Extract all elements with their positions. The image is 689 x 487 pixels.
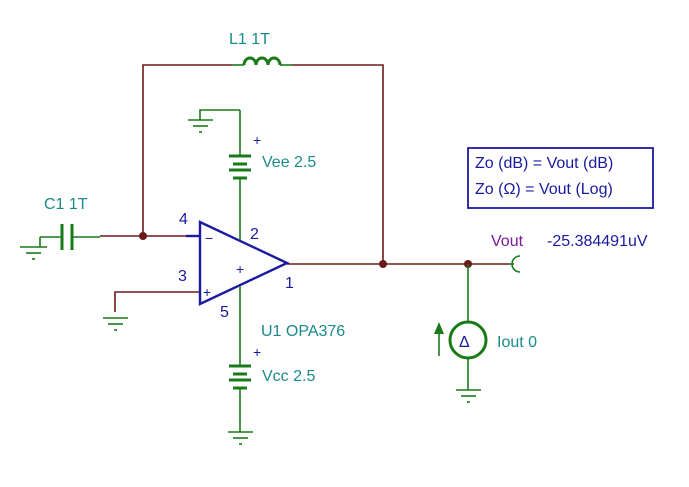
vee-polarity: + (253, 132, 261, 148)
capacitor-label: C1 1T (44, 196, 88, 213)
info-box-line-2: Zo (Ω) = Vout (Log) (475, 181, 613, 198)
info-box: Zo (dB) = Vout (dB) Zo (Ω) = Vout (Log) (467, 147, 654, 209)
battery-vee[interactable] (229, 110, 251, 240)
pin-4-label: 4 (179, 211, 188, 228)
inductor-l1[interactable] (232, 56, 292, 66)
info-box-line-1: Zo (dB) = Vout (dB) (475, 155, 613, 172)
opamp-u1[interactable] (186, 220, 290, 306)
junction-dot (379, 260, 387, 268)
inductor-label: L1 1T (229, 31, 270, 48)
pin-5-label: 5 (220, 304, 229, 321)
pin-1-label: 1 (285, 275, 294, 292)
noninverting-sign: + (203, 284, 211, 300)
ground-symbol (228, 431, 253, 445)
opamp-label: U1 OPA376 (261, 323, 345, 340)
arrow-up-icon (434, 322, 444, 356)
battery-vcc[interactable] (229, 286, 251, 432)
supply-plus-sign: + (236, 261, 244, 277)
capacitor-c1[interactable] (40, 224, 100, 250)
ground-symbol (456, 389, 481, 403)
ground-symbol (103, 317, 128, 331)
feedback-wires (142, 64, 384, 264)
vee-label: Vee 2.5 (262, 154, 316, 171)
vcc-polarity: + (253, 344, 261, 360)
iout-label: Iout 0 (497, 334, 537, 351)
vcc-label: Vcc 2.5 (262, 368, 315, 385)
ground-symbol (20, 237, 47, 260)
junction-dot (139, 232, 147, 240)
delta-symbol: Δ (459, 334, 470, 351)
pin-3-label: 3 (178, 268, 187, 285)
ground-symbol (188, 119, 213, 133)
vout-probe-name: Vout (491, 233, 524, 250)
inverting-sign: − (205, 230, 213, 246)
current-source-iout[interactable] (448, 264, 488, 390)
vout-probe-value: -25.384491uV (547, 233, 648, 250)
pin-2-label: 2 (250, 226, 259, 243)
